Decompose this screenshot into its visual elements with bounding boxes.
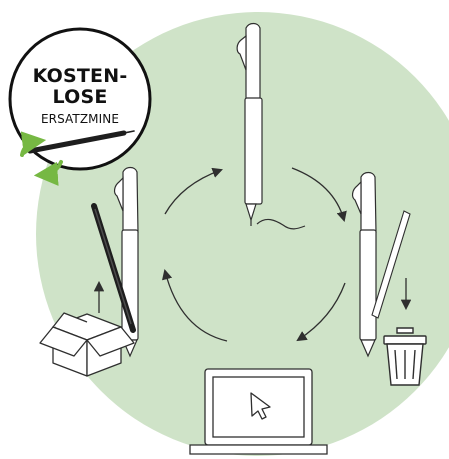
badge-line-1: KOSTEN- (33, 65, 128, 87)
badge-line-2: LOSE (52, 86, 107, 108)
trash-icon (384, 328, 426, 385)
badge-line-3: ERSATZMINE (41, 112, 119, 126)
